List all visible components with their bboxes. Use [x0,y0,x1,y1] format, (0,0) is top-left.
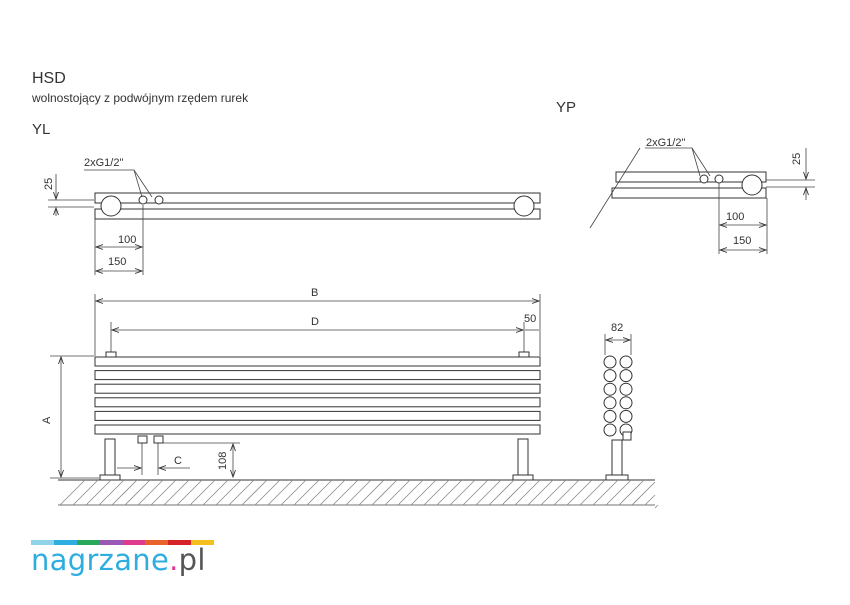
logo-color-segment [53,540,77,545]
connection-2-icon [154,195,164,205]
front-pipe [94,356,541,367]
side-leg [611,439,623,479]
logo-color-segment [145,540,169,545]
connection-2-yp-icon [714,174,724,184]
logo-text-dot: . [169,543,179,577]
view-label-yl: YL [32,121,50,138]
side-pipe [603,423,617,437]
front-connection-1 [137,435,148,444]
dim-150-yl: 150 [108,256,126,268]
dim-108: 108 [217,452,229,470]
side-pipes [603,355,633,437]
tube-bottom-yp [611,187,767,199]
connection-label-yl: 2xG1/2" [84,157,123,169]
side-pipe [619,382,633,396]
logo-color-bar [31,540,214,545]
front-pipe [94,383,541,394]
side-view: 82 [603,322,633,481]
dim-b: B [311,287,318,299]
brand-logo[interactable]: nagrzane.pl [31,540,214,577]
dim-d: D [311,316,319,328]
leg-left-icon [100,195,122,217]
leg-right-yp-icon [741,174,763,196]
dim-100-yl: 100 [118,234,136,246]
dim-25-yl: 25 [43,178,55,190]
front-pipe [94,370,541,381]
side-pipe [619,355,633,369]
top-view-left: YL 2xG1/2" 25 100 150 [32,121,541,275]
connection-1-icon [138,195,148,205]
dim-150-yp: 150 [733,235,751,247]
side-pipe [603,396,617,410]
connection-label-yp: 2xG1/2" [646,137,685,149]
front-pipe [94,410,541,421]
dim-25-yp: 25 [791,153,803,165]
side-pipe [619,396,633,410]
logo-color-segment [99,540,123,545]
logo-color-segment [168,540,192,545]
logo-color-segment [191,540,214,545]
top-view-right: YP 2xG1/2" 25 100 150 [556,99,815,254]
leg-right-icon [513,195,535,217]
side-pipe [603,382,617,396]
side-pipe [603,369,617,383]
side-pipe [619,369,633,383]
side-pipe [603,355,617,369]
floor [58,479,659,509]
front-pipe [94,424,541,435]
front-pipes [94,356,541,435]
dim-a: A [41,416,53,424]
front-view: B D 50 A C 108 [41,287,541,481]
dim-100-yp: 100 [726,211,744,223]
front-leg-left [104,438,116,480]
logo-color-segment [31,540,54,545]
tube-top [94,192,541,204]
view-label-yp: YP [556,99,576,116]
connection-1-yp-icon [699,174,709,184]
tube-bottom [94,208,541,220]
logo-text-tld: pl [178,543,206,577]
logo-color-segment [76,540,100,545]
model-subtitle: wolnostojący z podwójnym rzędem rurek [31,91,249,105]
front-connection-2 [153,435,164,444]
side-pipe [619,409,633,423]
model-title: HSD [32,70,66,87]
logo-color-segment [122,540,146,545]
logo-text-main: nagrzane [31,543,170,577]
dim-c: C [174,455,182,467]
dim-82: 82 [611,322,623,334]
tube-top-yp [615,171,767,183]
side-pipe [603,409,617,423]
dim-50: 50 [524,313,536,325]
front-leg-right [517,438,529,480]
front-pipe [94,397,541,408]
